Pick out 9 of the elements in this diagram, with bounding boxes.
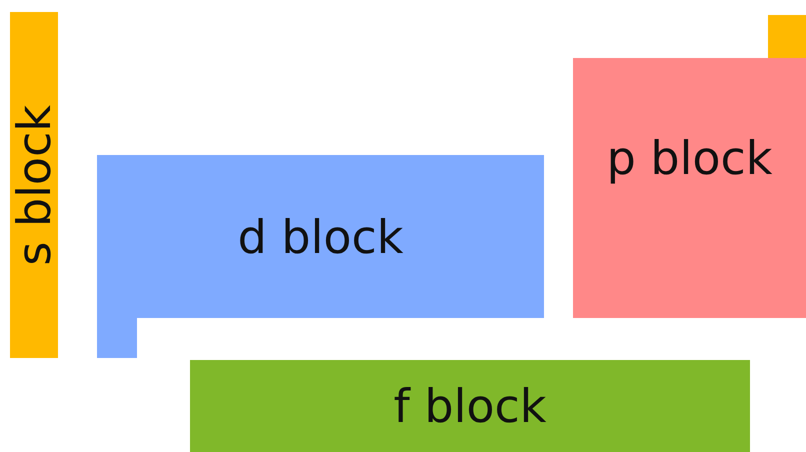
block-label: f block	[394, 383, 546, 429]
block-box	[97, 318, 137, 358]
block-label: d block	[238, 214, 404, 260]
block-box	[97, 155, 544, 318]
block-box	[10, 12, 58, 358]
block-label: s block	[11, 104, 57, 266]
block-box	[573, 58, 806, 318]
block-box	[768, 15, 806, 58]
block-box	[190, 360, 750, 452]
